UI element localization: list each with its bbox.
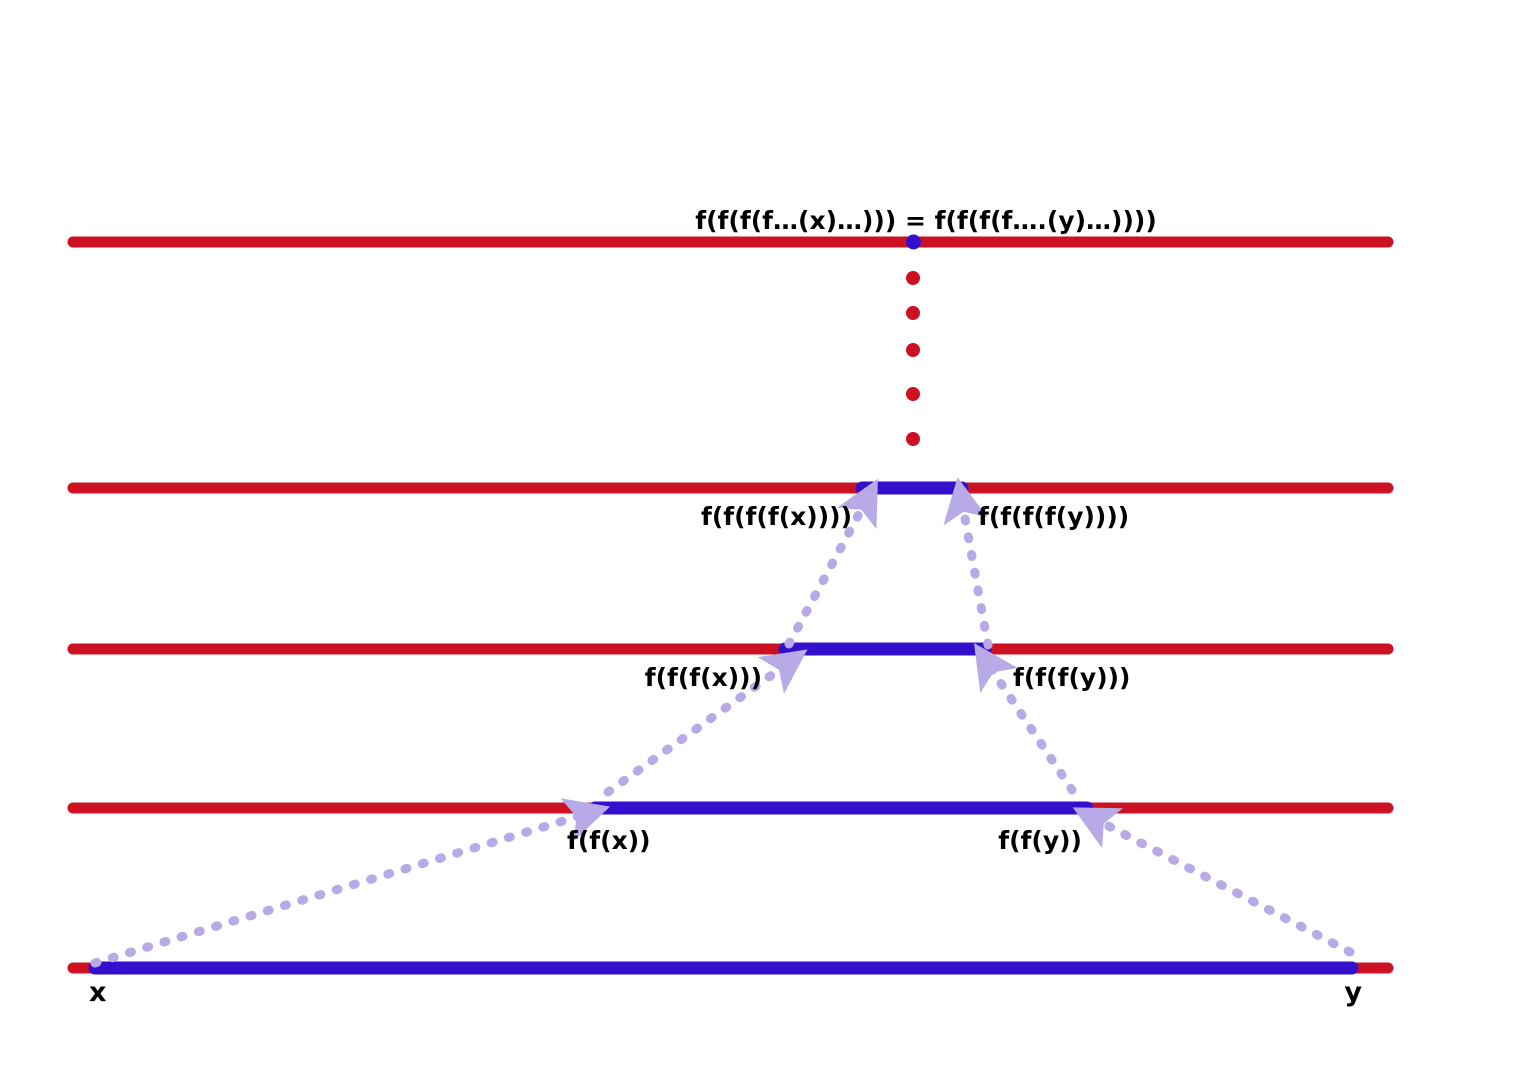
fixed-point-dot-level5-top	[906, 234, 921, 250]
label-level3-right: f(f(f(y)))	[1013, 663, 1130, 692]
label-base-left-x: x	[89, 977, 106, 1008]
mapping-arrows-group	[90, 477, 1355, 968]
arrow-base-left-to-level2-left	[90, 798, 611, 968]
label-top-equation: f(f(f(f…(x)…))) = f(f(f(f….(y)…))))	[695, 206, 1157, 235]
ellipsis-dot-5	[906, 432, 920, 446]
label-level3-left: f(f(f(x)))	[645, 663, 762, 692]
label-level4-right: f(f(f(f(y))))	[978, 502, 1129, 531]
label-base-right-y: y	[1344, 977, 1362, 1008]
interval-lines-group	[67, 236, 1394, 975]
arrow-base-right-to-level2-right	[1072, 807, 1355, 957]
labels-group: f(f(f(f…(x)…))) = f(f(f(f….(y)…)))) f(f(f…	[89, 206, 1362, 1008]
ellipsis-dot-3	[906, 343, 920, 357]
label-level2-right: f(f(y))	[998, 826, 1082, 855]
arrow-level3-right-to-level4-right	[943, 477, 993, 650]
ellipsis-dot-4	[906, 387, 920, 401]
arrow-level2-right-to-level3-right	[974, 643, 1077, 795]
arrow-level2-left-to-level3-left	[603, 649, 808, 797]
ellipsis-dot-1	[906, 271, 920, 285]
vertical-ellipsis-group	[906, 234, 921, 446]
label-level4-left: f(f(f(f(x))))	[701, 502, 852, 531]
label-level2-left: f(f(x))	[567, 826, 651, 855]
ellipsis-dot-2	[906, 306, 920, 320]
